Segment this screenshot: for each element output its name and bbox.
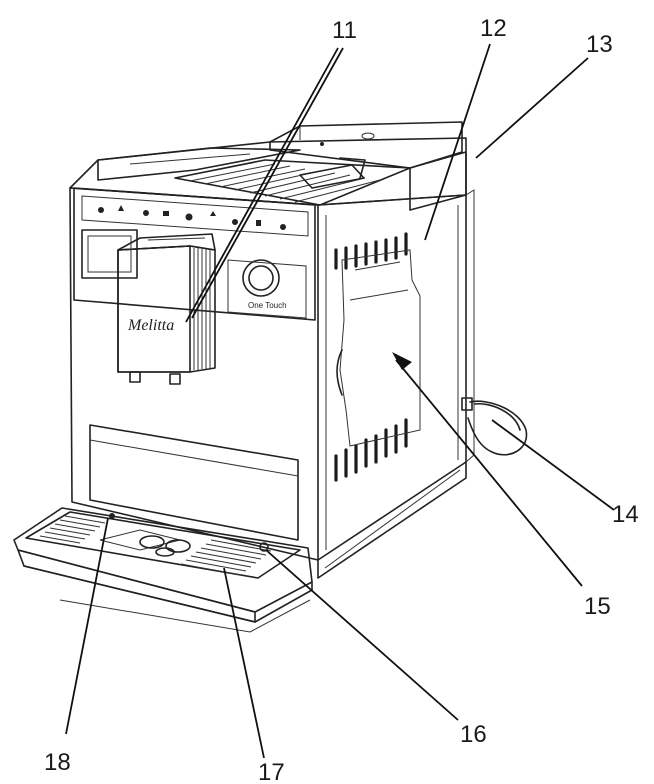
leader-11b [185,47,339,323]
side-vents-upper [334,232,408,270]
top-compartments [97,121,467,211]
arrowhead-15 [392,352,412,370]
knob-label: One Touch [248,301,287,310]
callout-15: 15 [584,593,611,620]
callout-11: 11 [332,17,357,44]
callout-17: 17 [258,759,285,784]
leader-18 [65,517,109,735]
side-vents-lower [334,418,408,482]
brand-logo: Melitta [127,317,174,334]
callout-12: 12 [480,15,507,42]
drip-grid-right [180,539,272,576]
leader-13 [475,57,589,159]
side-service-panel [336,249,421,447]
coffee-dispenser[interactable]: Melitta [117,233,216,385]
callout-16: 16 [460,721,487,748]
cup-area [89,424,299,541]
drip-grid-left [39,515,106,544]
callout-13: 13 [586,31,613,58]
callout-14: 14 [612,501,639,528]
control-panel: One Touch [73,187,316,321]
leader-12 [424,43,491,241]
machine-body [69,137,475,579]
callout-18: 18 [44,749,71,776]
leader-17 [223,567,265,759]
leader-lines [65,43,615,759]
leader-11 [191,47,344,319]
power-cable [461,397,528,456]
leader-16 [265,549,459,721]
leader-15 [395,359,583,587]
rotary-selector-knob[interactable] [242,259,280,297]
callout-labels: 11 12 13 14 15 16 17 18 [44,15,639,784]
leader-14 [491,419,615,511]
drip-tray[interactable] [13,507,313,633]
beverage-button-icons [98,205,286,230]
